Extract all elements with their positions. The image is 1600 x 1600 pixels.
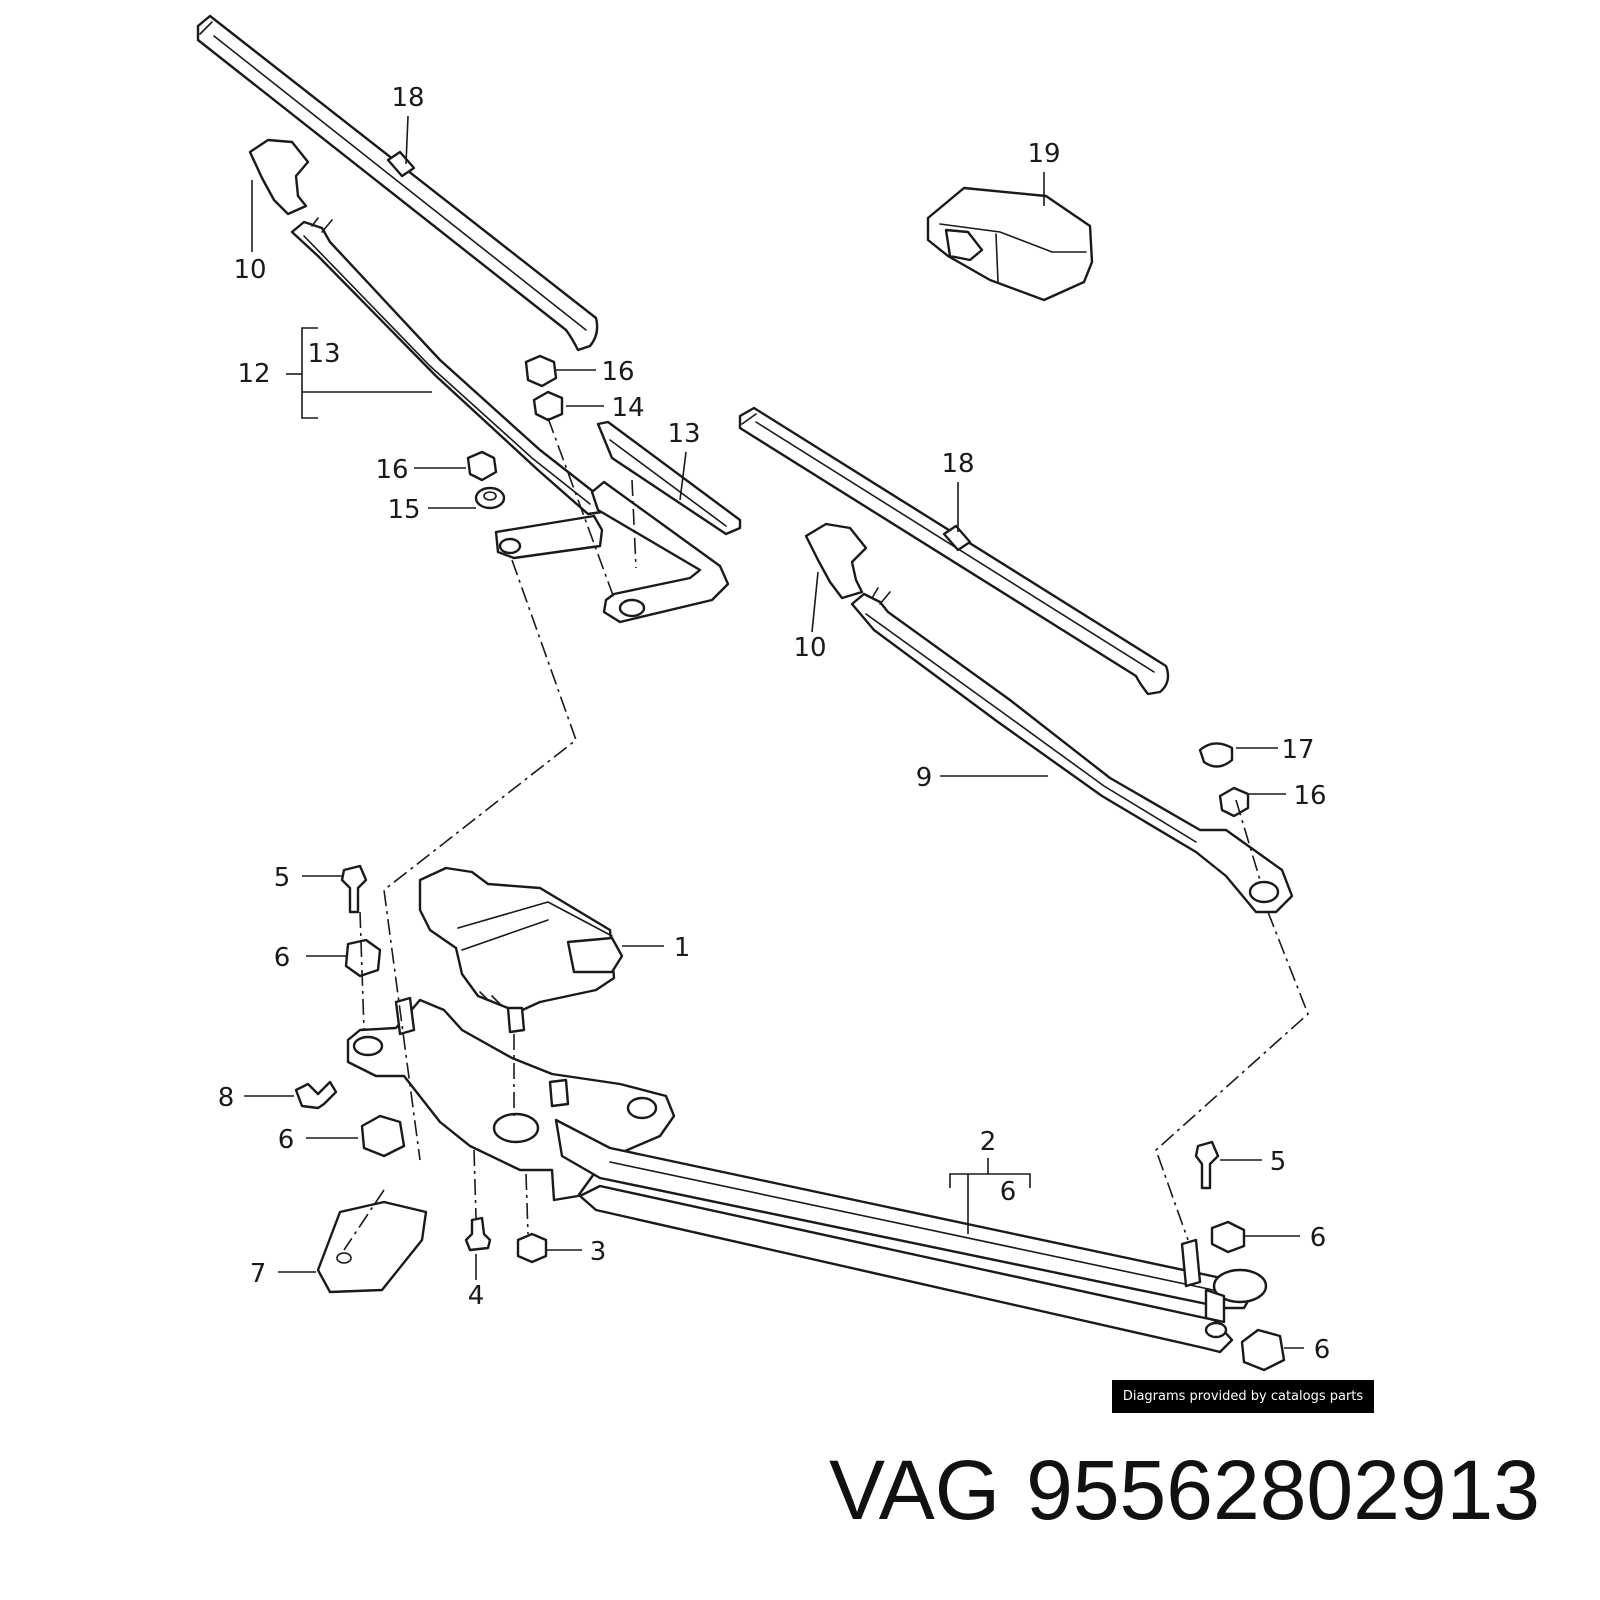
callout-8: 8 xyxy=(218,1083,235,1113)
assembly-lines xyxy=(343,417,1309,1251)
leader-lines xyxy=(244,115,1304,1349)
callout-labels: 1 2 3 4 5 5 6 6 6 6 6 7 8 9 10 10 12 13 … xyxy=(218,83,1331,1365)
hardware-left-arm xyxy=(466,354,564,510)
wiper-motor xyxy=(418,866,624,1034)
wiper-arm-left xyxy=(290,217,742,624)
callout-10-right: 10 xyxy=(793,633,826,663)
callout-18-left: 18 xyxy=(391,83,424,113)
arm-cap-left xyxy=(248,138,310,216)
wiper-arm-right xyxy=(850,587,1294,914)
fasteners xyxy=(294,864,1286,1372)
callout-16-upper-left: 16 xyxy=(601,357,634,387)
callout-6-lower-right: 6 xyxy=(1314,1335,1331,1365)
callout-15: 15 xyxy=(387,495,420,525)
callout-6-upper-right: 6 xyxy=(1310,1223,1327,1253)
linkage-frame xyxy=(346,996,1268,1354)
callout-18-right: 18 xyxy=(941,449,974,479)
callout-10-left: 10 xyxy=(233,255,266,285)
callout-5-right: 5 xyxy=(1270,1147,1287,1177)
callout-6-upper-left: 6 xyxy=(274,943,291,973)
callout-13-cover: 13 xyxy=(667,419,700,449)
callout-1: 1 xyxy=(674,933,691,963)
callout-17: 17 xyxy=(1281,735,1314,765)
callout-3: 3 xyxy=(590,1237,607,1267)
diagram-credit-badge: Diagrams provided by catalogs parts xyxy=(1112,1380,1374,1413)
bracket-hole xyxy=(336,1252,352,1264)
callout-4: 4 xyxy=(468,1281,485,1311)
wiper-blade-right xyxy=(738,406,1170,696)
mounting-bracket xyxy=(316,1200,428,1294)
callout-13-bracket: 13 xyxy=(307,339,340,369)
hardware-right-arm xyxy=(1198,742,1250,818)
callout-6-frame: 6 xyxy=(1000,1177,1017,1207)
control-module xyxy=(926,186,1094,302)
callout-19: 19 xyxy=(1027,139,1060,169)
callout-16-right: 16 xyxy=(1293,781,1326,811)
callout-14: 14 xyxy=(611,393,644,423)
part-number-footer: VAG 95562802913 xyxy=(829,1440,1540,1540)
callout-12: 12 xyxy=(237,359,270,389)
arm-cap-right xyxy=(804,522,868,600)
callout-16-lower-left: 16 xyxy=(375,455,408,485)
callout-6-lower-left: 6 xyxy=(278,1125,295,1155)
callout-5-left: 5 xyxy=(274,863,291,893)
callout-2: 2 xyxy=(980,1127,997,1157)
wiper-blade-left xyxy=(196,14,599,352)
callout-7: 7 xyxy=(250,1259,267,1289)
part-number: 95562802913 xyxy=(1026,1443,1540,1537)
brand-name: VAG xyxy=(828,1443,1001,1537)
callout-9: 9 xyxy=(916,763,933,793)
